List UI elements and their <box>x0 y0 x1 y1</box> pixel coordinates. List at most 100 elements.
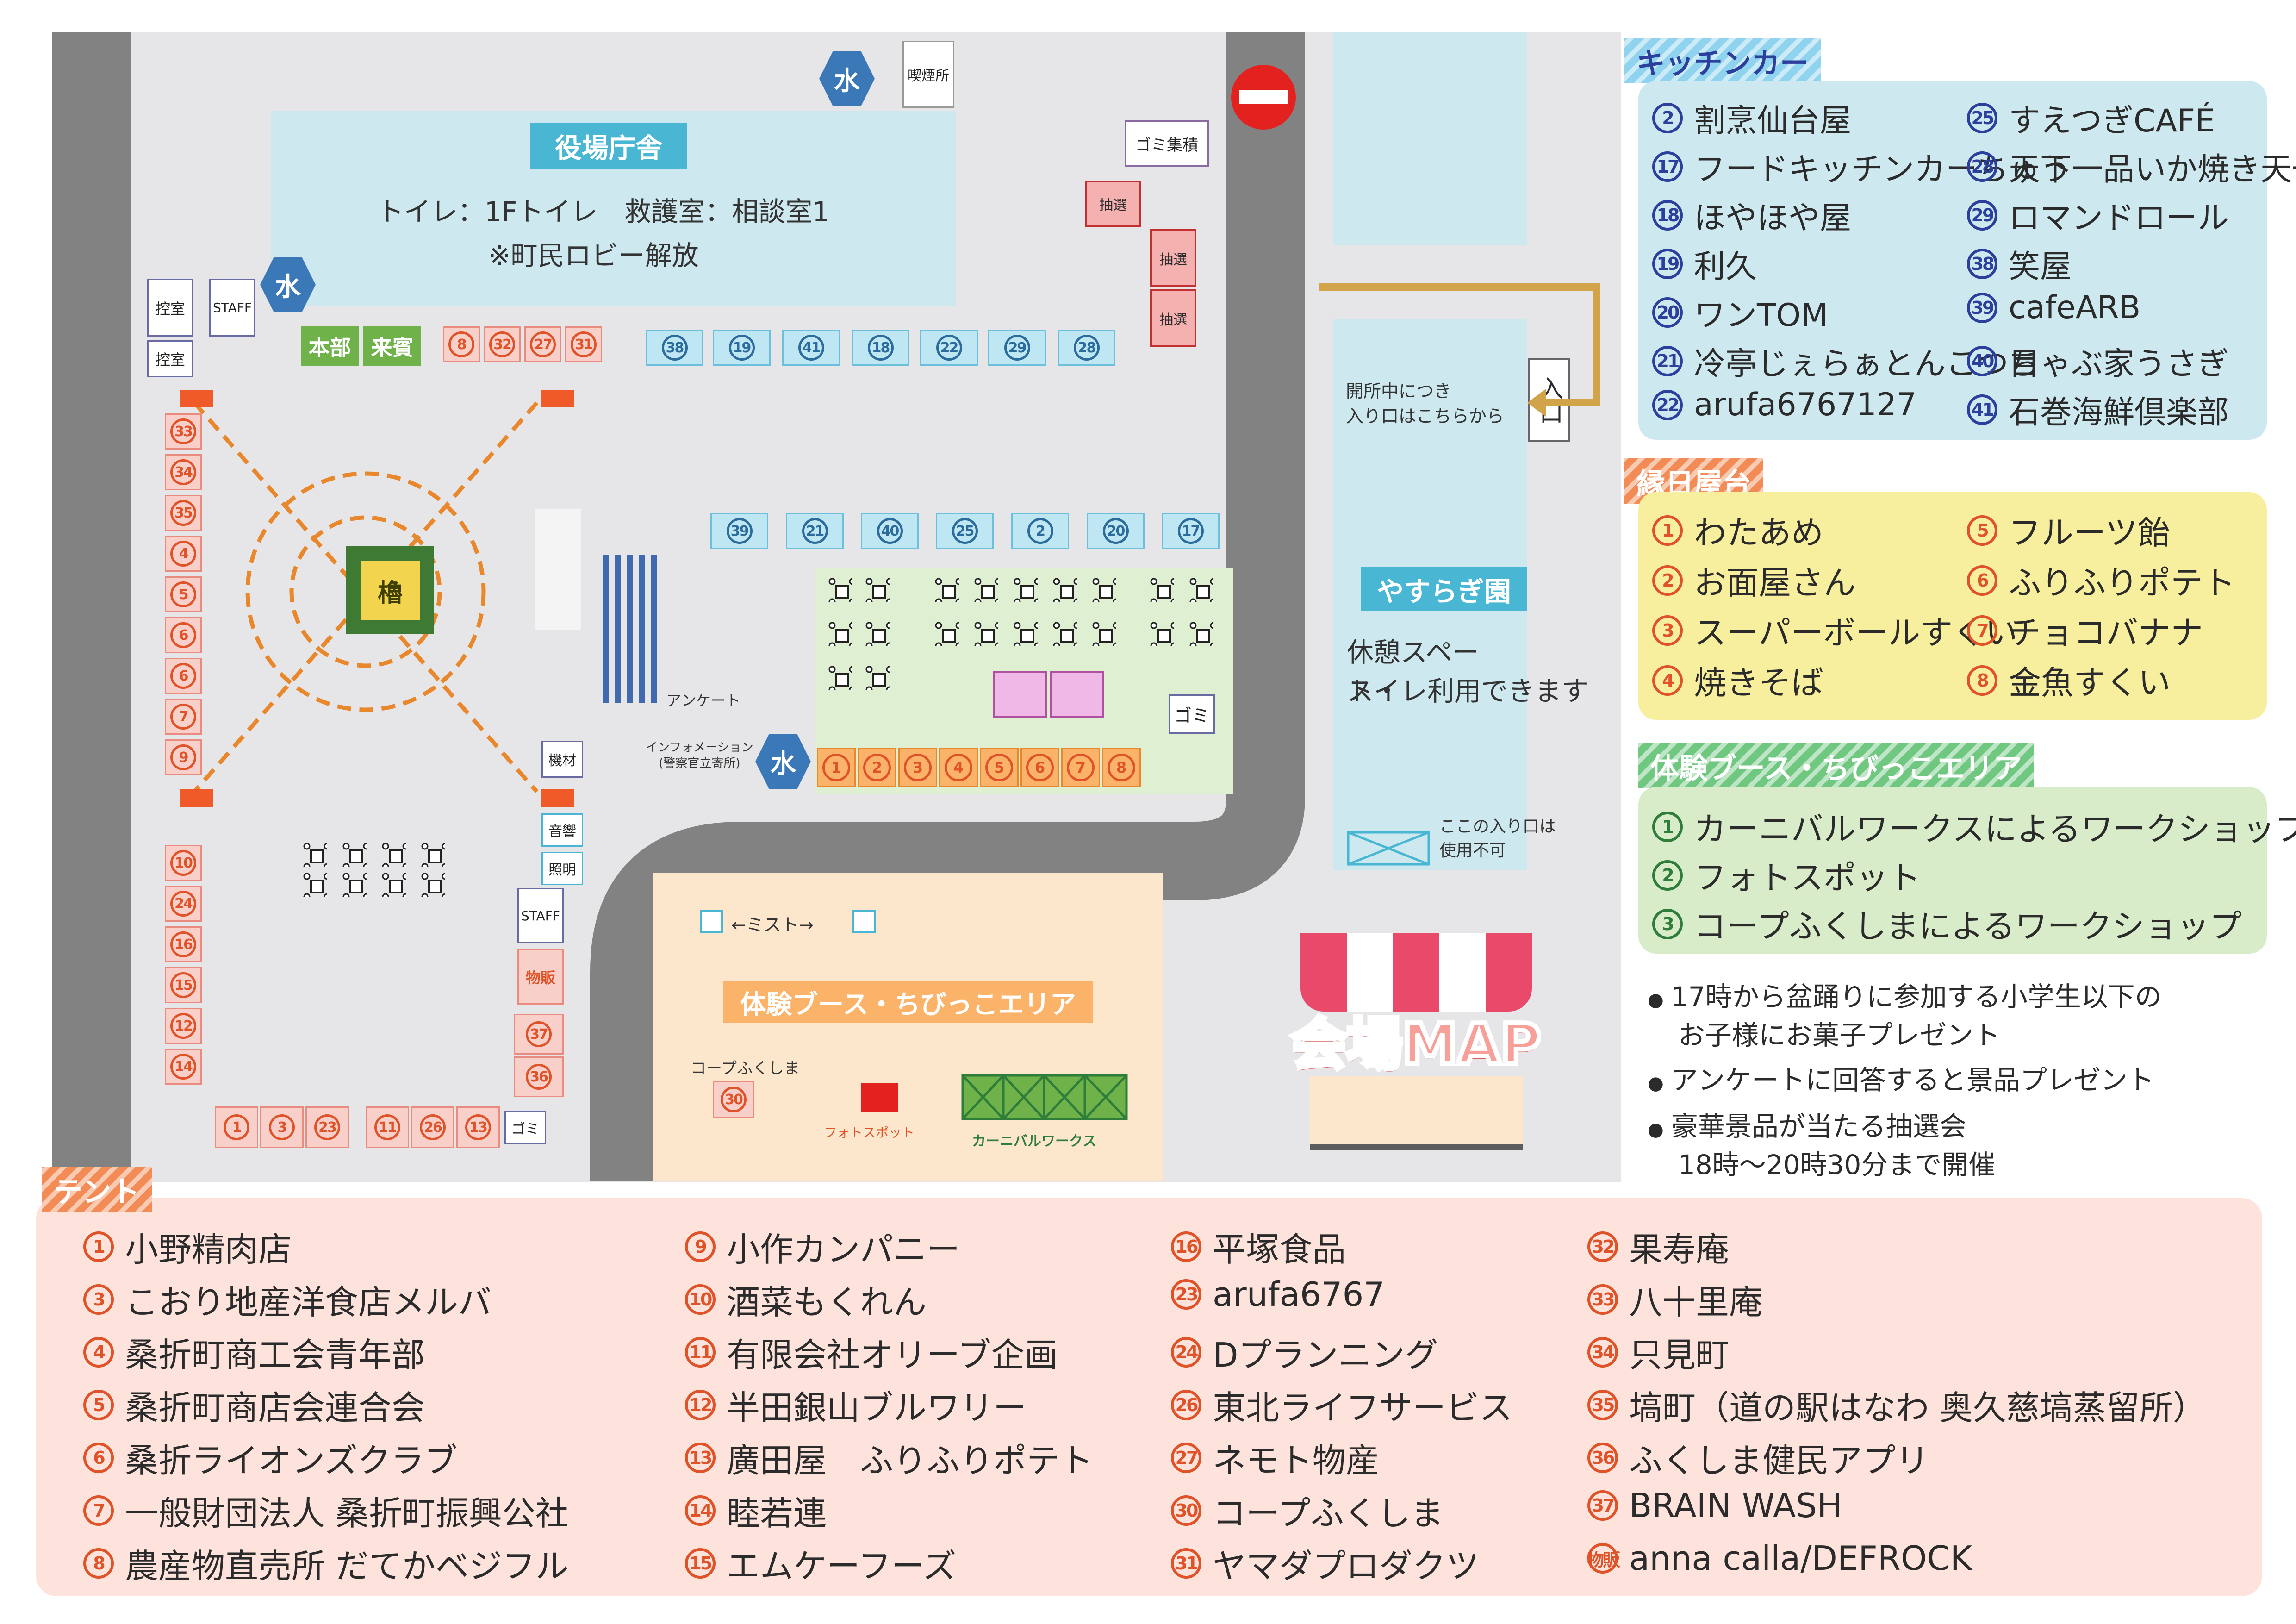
kitchen-car-booth: 20 <box>1087 513 1145 549</box>
tent-booth: 1 <box>215 1106 258 1148</box>
kitchen-car-number: 20 <box>1102 518 1129 544</box>
tent-number: 30 <box>721 1087 747 1112</box>
item-number-badge: 18 <box>1652 200 1683 231</box>
water-icon: 水 <box>755 734 811 789</box>
table-set-icon <box>1150 622 1174 646</box>
ennichi-booth: 6 <box>1020 748 1059 787</box>
item-number-badge: 24 <box>1171 1337 1201 1368</box>
item-name: 利久 <box>1694 249 1757 285</box>
town-hall-title: 役場庁舎 <box>530 123 687 169</box>
ennichi-number: 6 <box>1026 754 1054 781</box>
tent-number: 1 <box>224 1114 249 1140</box>
table-set-icon <box>1014 622 1038 646</box>
map-title: 会場MAP <box>1289 1010 1543 1079</box>
sound-booth: 音響 <box>541 813 583 847</box>
tent-booth: 35 <box>165 495 202 531</box>
tent-booth: 32 <box>484 326 521 362</box>
kitchen-car-number: 22 <box>936 335 962 361</box>
tent-number: 24 <box>170 891 196 917</box>
item-number-badge: 19 <box>1652 248 1683 279</box>
item-number-badge: 29 <box>1967 200 1997 231</box>
item-number-badge: 38 <box>1967 248 1997 279</box>
item-name: ワンTOM <box>1694 297 1828 334</box>
item-name: 桑折町商工会青年部 <box>125 1336 425 1374</box>
ennichi-booth: 5 <box>980 748 1019 787</box>
item-number-badge: 37 <box>1587 1490 1618 1521</box>
garbage-collection: ゴミ集積 <box>1125 120 1209 167</box>
tent-booth: 10 <box>165 845 202 881</box>
lantern-pole <box>541 789 574 807</box>
carnival-booth-icon <box>961 1074 1128 1120</box>
ennichi-panel <box>1638 492 2267 720</box>
rest-tent <box>1050 671 1104 718</box>
item-number-badge: 8 <box>83 1548 114 1579</box>
item-number-badge: 3 <box>1652 615 1683 646</box>
item-number-badge: 36 <box>1587 1442 1618 1473</box>
tent-booth: 30 <box>713 1081 754 1118</box>
ennichi-number: 8 <box>1108 754 1135 781</box>
smoking-area: 喫煙所 <box>902 41 954 108</box>
garbage-bin: ゴミ <box>1169 694 1215 734</box>
table-set-icon <box>1189 578 1213 602</box>
tent-number: 33 <box>170 418 196 444</box>
tent-booth: 23 <box>305 1106 349 1148</box>
equipment-room: 機材 <box>541 741 583 778</box>
mist-fan-icon <box>700 910 723 933</box>
tent-number: 32 <box>489 331 515 357</box>
tent-booth: 8 <box>443 326 480 362</box>
tent-booth: 31 <box>565 326 602 362</box>
item-name: 睦若連 <box>727 1494 827 1533</box>
lantern-pole <box>541 390 574 407</box>
item-name: 平塚食品 <box>1213 1230 1346 1269</box>
item-number-badge: 6 <box>1967 565 1997 596</box>
item-number-badge: 23 <box>1171 1279 1201 1310</box>
item-number-badge: 32 <box>1587 1231 1618 1262</box>
lighting-booth: 照明 <box>541 852 583 885</box>
table-set-icon <box>421 873 445 897</box>
item-name: コープふくしまによるワークショップ <box>1694 907 2242 945</box>
item-name: 天下一品いか焼き天一 <box>2009 151 2296 188</box>
table-set-icon <box>974 578 998 602</box>
tent-number: 8 <box>448 331 474 357</box>
item-number-badge: 1 <box>1652 515 1683 546</box>
item-name: 酒菜もくれん <box>727 1283 927 1322</box>
tent-number: 9 <box>170 744 196 770</box>
kitchen-car-booth: 21 <box>786 513 844 549</box>
table-set-icon <box>303 873 327 897</box>
table-set-icon <box>382 843 406 867</box>
list-item: 9 小作カンパニー <box>685 1222 960 1271</box>
item-number-badge: 9 <box>685 1231 716 1262</box>
ennichi-booth: 8 <box>1102 748 1141 787</box>
item-number-badge: 12 <box>685 1389 716 1420</box>
stage-area <box>535 509 581 630</box>
item-name: arufa6767 <box>1213 1275 1385 1314</box>
tent-booth: 12 <box>165 1008 202 1044</box>
yasuragi-line1: 休憩スペース・ <box>1347 637 1479 707</box>
table-set-icon <box>1092 578 1116 602</box>
table-set-icon <box>935 578 959 602</box>
item-number-badge: 3 <box>1652 908 1683 939</box>
item-name: わたあめ <box>1694 514 1823 552</box>
tent-number: 27 <box>530 331 556 357</box>
table-set-icon <box>1053 578 1077 602</box>
item-number-badge: 7 <box>1967 615 1997 646</box>
kitchen-car-header: キッチンカー <box>1624 38 1821 83</box>
tent-booth: 13 <box>456 1106 500 1148</box>
kitchen-car-booth: 41 <box>782 330 840 366</box>
ennichi-booth: 7 <box>1061 748 1100 787</box>
tent-booth: 5 <box>165 576 202 612</box>
kitchen-car-number: 40 <box>877 518 903 544</box>
item-name: 小作カンパニー <box>727 1230 960 1269</box>
item-name: 農産物直売所 だてかベジフル <box>125 1547 569 1586</box>
